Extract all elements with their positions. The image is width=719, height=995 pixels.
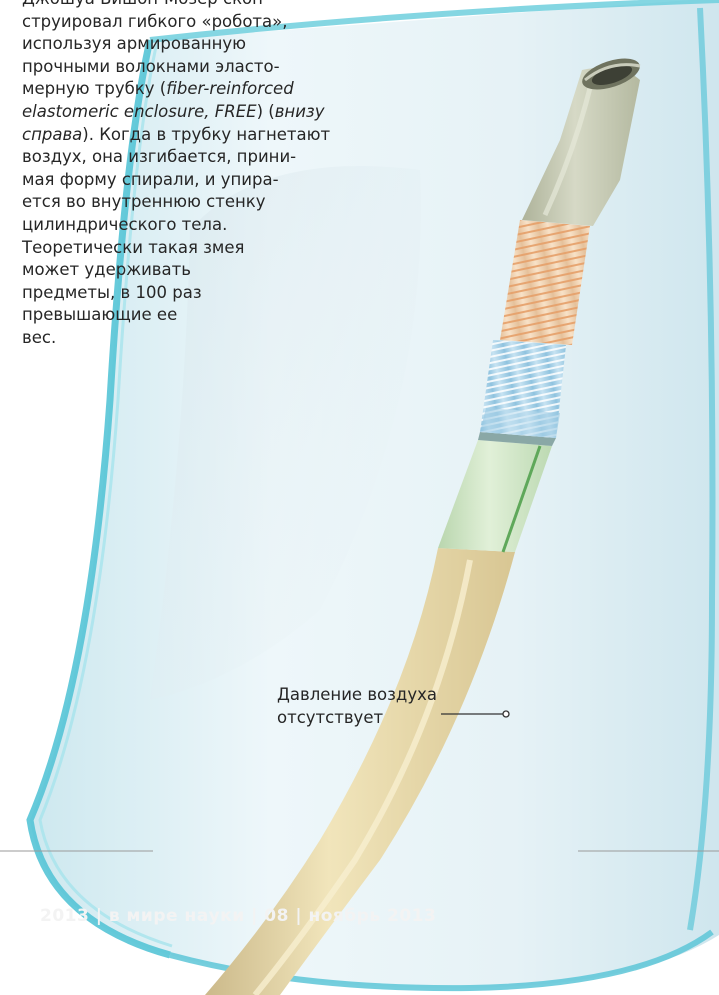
figure-caption: Джошуа Бишоп-Мозер скон- струировал гибк…: [22, 0, 382, 350]
caption-italic-text: внизу: [275, 102, 325, 121]
caption-italic-text: справа: [22, 125, 82, 144]
footer-ghost-text: 2013 | в мире науки | 08 | ноябрь 2013: [40, 906, 436, 926]
caption-line: мая форму спирали, и упира-: [22, 169, 382, 192]
caption-line: elastomeric enclosure, FREE) (внизу: [22, 101, 382, 124]
caption-text: ) (: [257, 102, 275, 121]
caption-line: предметы, в 100 раз: [22, 282, 382, 305]
callout-line: отсутствует: [277, 707, 437, 730]
caption-text: мерную трубку (: [22, 79, 166, 98]
caption-line: прочными волокнами эласто-: [22, 56, 382, 79]
caption-line: ется во внутреннюю стенку: [22, 191, 382, 214]
caption-line: превышающие ее: [22, 304, 382, 327]
caption-line: может удерживать: [22, 259, 382, 282]
caption-text: ). Когда в трубку нагнетают: [82, 125, 330, 144]
caption-line: Теоретически такая змея: [22, 237, 382, 260]
callout-label-no-air-pressure: Давление воздуха отсутствует: [277, 684, 437, 729]
caption-line: воздух, она изгибается, прини-: [22, 146, 382, 169]
callout-leader-dot: [503, 711, 509, 717]
caption-italic-text: fiber-reinforced: [166, 79, 293, 98]
caption-line: вес.: [22, 327, 382, 350]
caption-italic-text: elastomeric enclosure, FREE: [22, 102, 257, 121]
caption-line: используя армированную: [22, 33, 382, 56]
callout-line: Давление воздуха: [277, 684, 437, 707]
caption-line: струировал гибкого «робота»,: [22, 11, 382, 34]
caption-line: справа). Когда в трубку нагнетают: [22, 124, 382, 147]
caption-line: мерную трубку (fiber-reinforced: [22, 78, 382, 101]
caption-line: цилиндрического тела.: [22, 214, 382, 237]
caption-line: Джошуа Бишоп-Мозер скон-: [22, 0, 382, 11]
